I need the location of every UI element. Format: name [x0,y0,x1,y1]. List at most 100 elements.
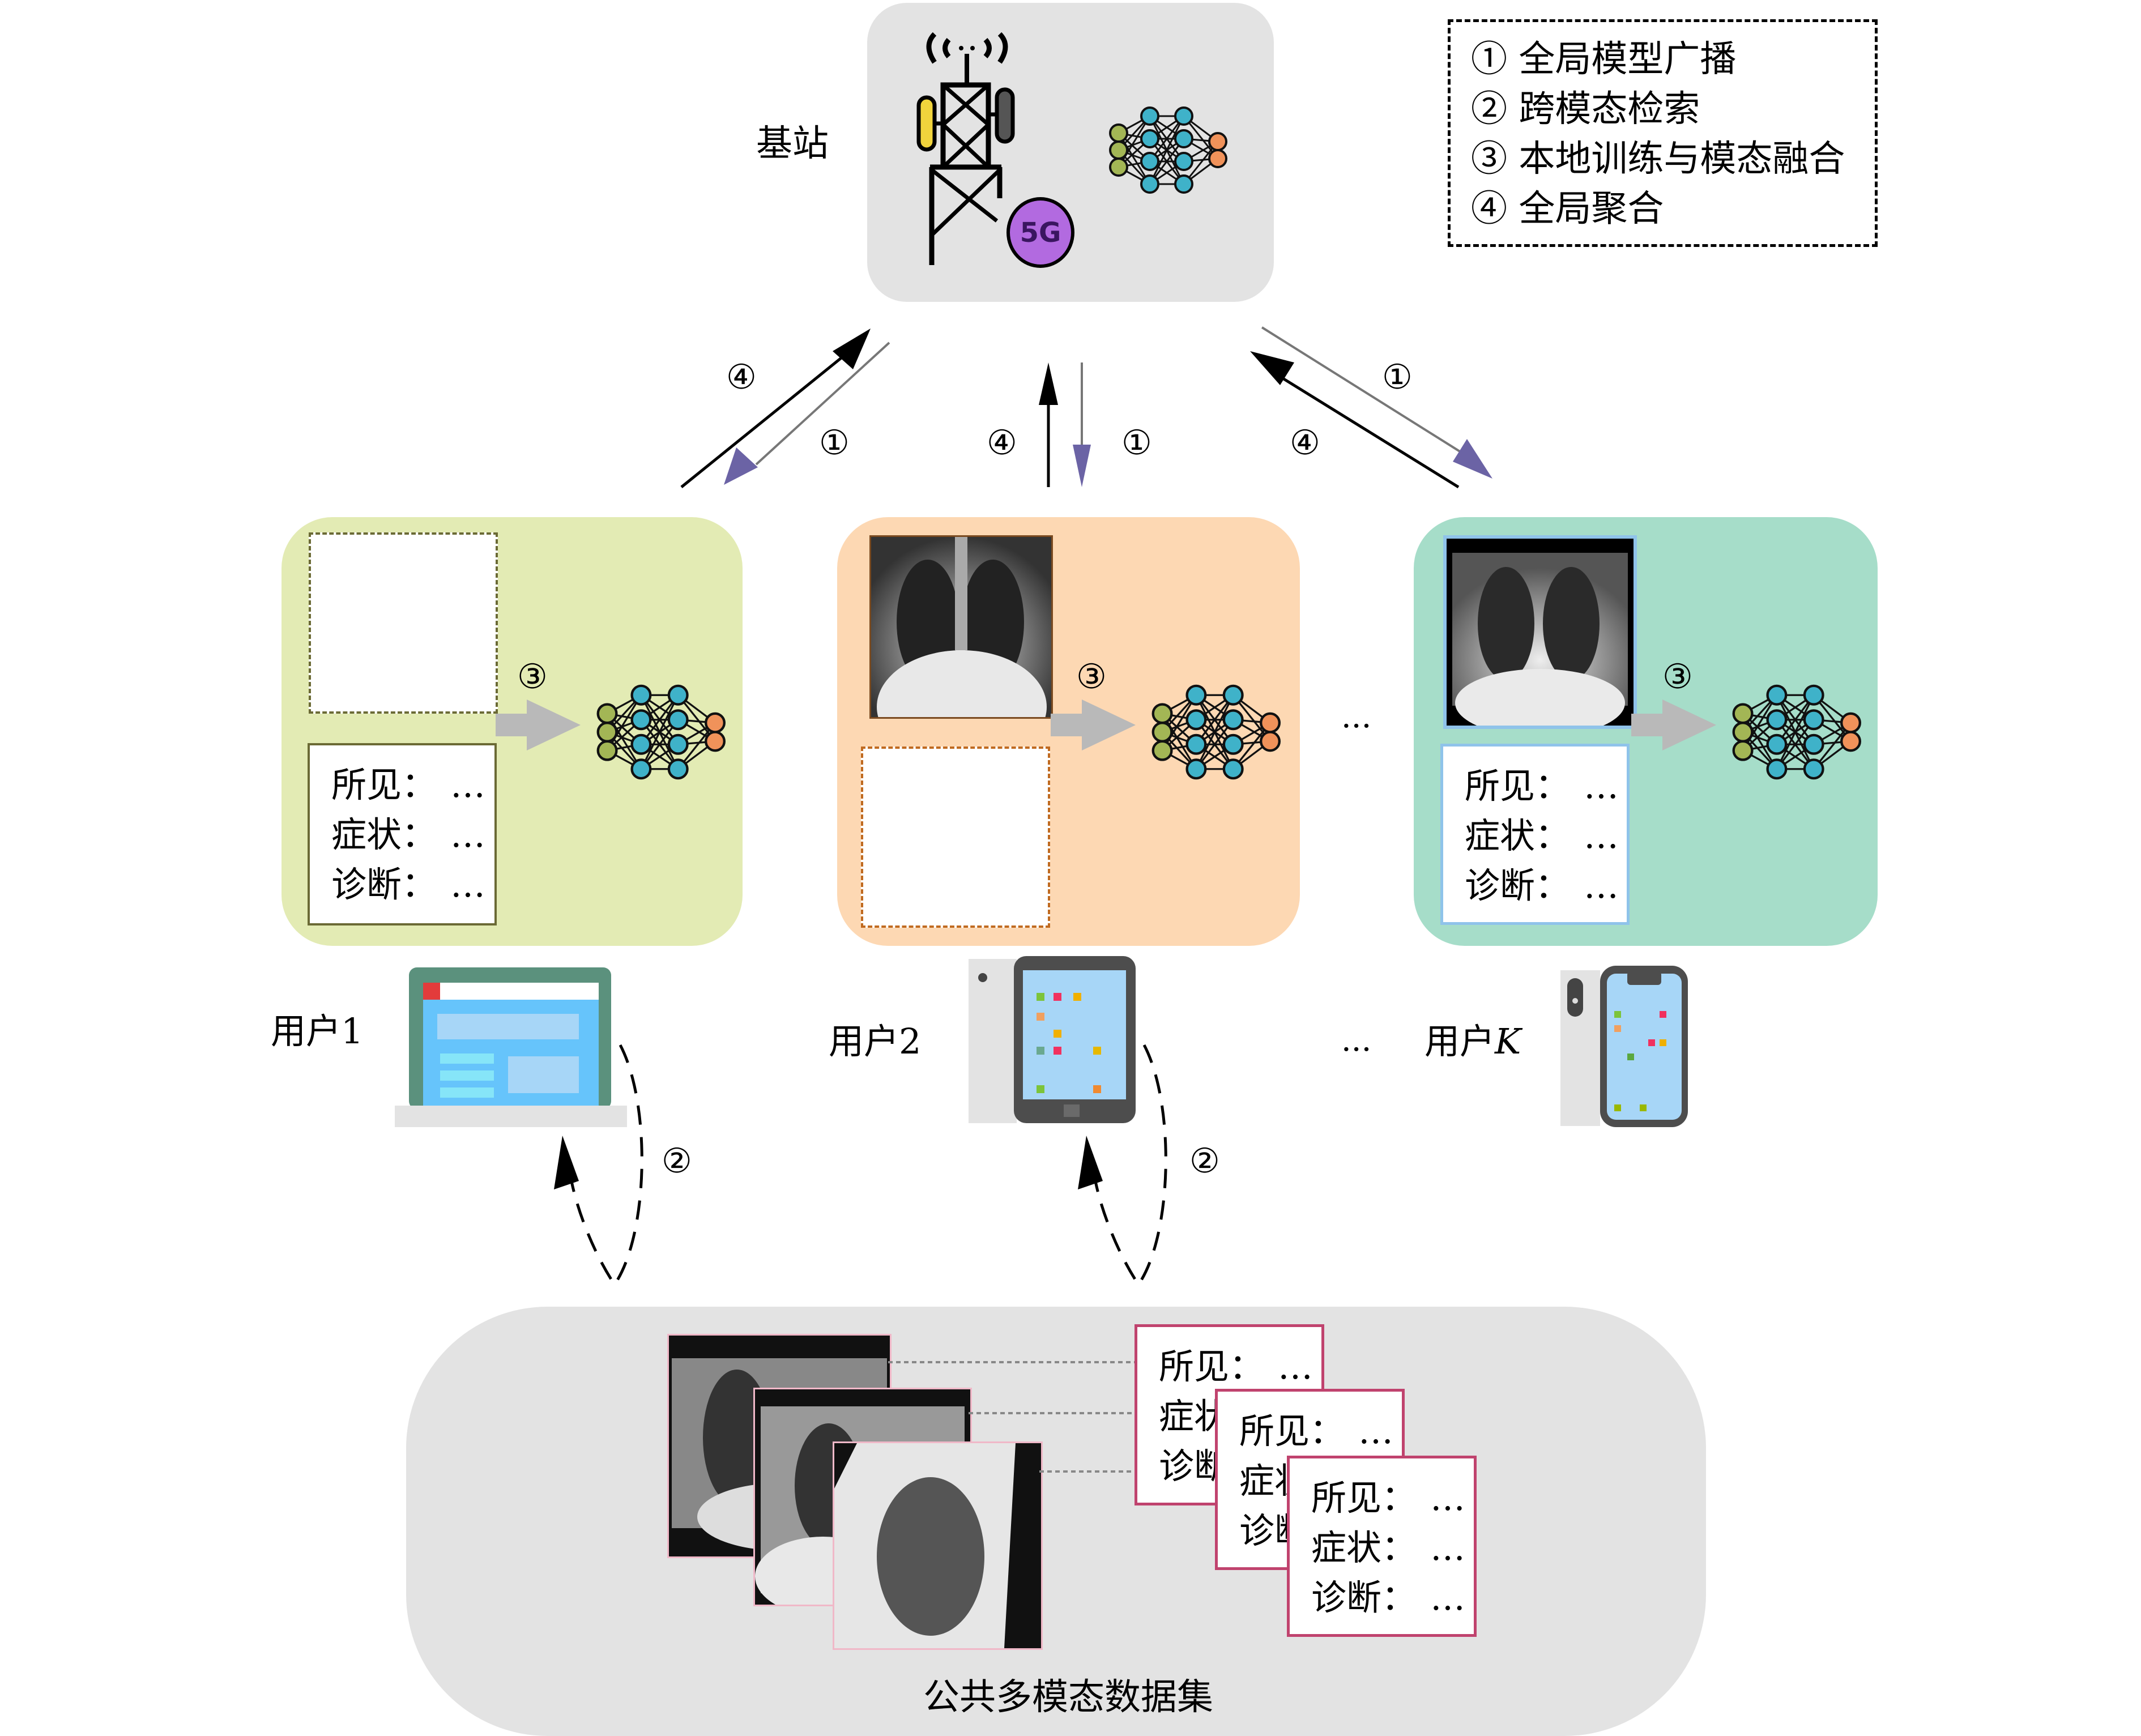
nn-node [667,684,689,706]
marker-upload-clientK: ④ [1290,423,1320,463]
nn-node [1185,684,1207,706]
nn-node [1260,731,1281,752]
upload-arrow-clientK [1250,351,1460,489]
nn-edge [1742,694,1778,751]
5g-badge: 5G [1006,197,1074,268]
public-dataset-title: 公共多模态数据集 [923,1677,1213,1718]
smartphone-icon [1560,966,1688,1127]
dataset-xray-3-lateral [833,1441,1043,1650]
report-row: 所见：… [1239,1410,1394,1452]
dataset-report-3: 所见：… 症状：… 诊断：… [1287,1456,1477,1637]
nn-node [667,758,689,780]
fusion-arrow-client2 [1051,699,1136,750]
nn-node [1803,709,1824,731]
client1-report: 所见：… 症状：… 诊断：… [308,743,497,925]
5g-badge-label: 5G [1020,216,1061,249]
nn-node [1222,758,1244,780]
report-row: 所见：… [1311,1477,1466,1519]
tablet-icon [969,956,1136,1123]
upload-arrow-client2 [1039,362,1058,487]
nn-node [1140,174,1159,194]
nn-node [1140,129,1159,148]
retrieval-loop-client2 [1078,1044,1167,1287]
public-dataset-panel [406,1307,1706,1736]
nn-node [1803,684,1824,706]
report-row: 症状：… [331,814,486,855]
legend-item-retrieval: ② 跨模态检索 [1471,88,1700,130]
nn-edge [606,713,642,770]
nn-node [596,740,618,761]
marker-broadcast-clientK: ① [1382,357,1413,397]
nn-node [1151,740,1173,761]
nn-node [1174,129,1193,148]
nn-node [1766,758,1788,780]
nn-node [1766,709,1788,731]
report-row: 诊断：… [1311,1577,1466,1618]
nn-node [1174,152,1193,171]
broadcast-arrow-client2 [1073,362,1091,487]
clients-ellipsis-devices: ··· [1341,1031,1372,1068]
report-row: 诊断：… [331,864,486,905]
broadcast-arrow-client1 [724,342,890,485]
nn-node [1803,733,1824,755]
nn-node [1174,106,1193,126]
nn-node [1803,758,1824,780]
clientK-name: 用户K [1425,1021,1521,1062]
nn-node [705,731,726,752]
legend-item-local-training: ③ 本地训练与模态融合 [1471,138,1845,180]
neural-network-icon [1151,684,1281,780]
nn-node [1109,157,1128,177]
base-station-label: 基站 [756,123,829,165]
nn-node [667,709,689,731]
nn-node [630,758,652,780]
client2-name: 用户2 [829,1021,922,1062]
nn-node [1185,709,1207,731]
nn-node [1174,174,1193,194]
marker-train-client1: ③ [517,657,548,697]
report-row: 所见：… [331,764,486,805]
nn-edge [1195,694,1234,770]
nn-node [1185,758,1207,780]
nn-node [1185,733,1207,755]
client1-image-missing [309,532,498,714]
nn-node [667,733,689,755]
fusion-arrow-clientK [1631,699,1716,750]
upload-arrow-client1 [680,329,871,488]
nn-node [1840,731,1861,752]
client2-report-missing [861,747,1050,928]
broadcast-arrow-clientK [1261,326,1492,479]
legend-box: ① 全局模型广播 ② 跨模态检索 ③ 本地训练与模态融合 ④ 全局聚合 [1448,19,1878,247]
legend-item-broadcast: ① 全局模型广播 [1471,39,1737,80]
nn-node [1732,740,1754,761]
nn-node [630,733,652,755]
neural-network-icon [596,684,726,780]
neural-network-icon [1732,684,1861,780]
clientK-xray-image [1443,535,1637,729]
marker-broadcast-client2: ① [1121,423,1152,463]
nn-node [1766,684,1788,706]
clientK-report: 所见：… 症状：… 诊断：… [1440,744,1630,925]
nn-edge [1118,133,1151,185]
nn-node [1222,684,1244,706]
client1-name: 用户1 [271,1010,364,1052]
marker-upload-client2: ④ [987,423,1017,463]
neural-network-icon [1109,106,1227,194]
nn-node [1140,106,1159,126]
nn-node [630,684,652,706]
fusion-arrow-client1 [496,699,581,750]
marker-upload-client1: ④ [726,357,757,397]
clients-ellipsis: ··· [1341,708,1372,745]
legend-item-aggregation: ④ 全局聚合 [1471,188,1664,230]
marker-train-clientK: ③ [1662,657,1693,697]
nn-edge [1742,713,1778,770]
nn-edge [606,694,642,751]
report-row: 诊断：… [1465,865,1619,906]
cell-tower-icon [916,32,1015,265]
report-row: 症状：… [1465,815,1619,856]
nn-edge [640,694,679,770]
report-row: 症状：… [1311,1527,1466,1568]
report-row: 所见：… [1465,765,1619,807]
nn-node [1222,733,1244,755]
